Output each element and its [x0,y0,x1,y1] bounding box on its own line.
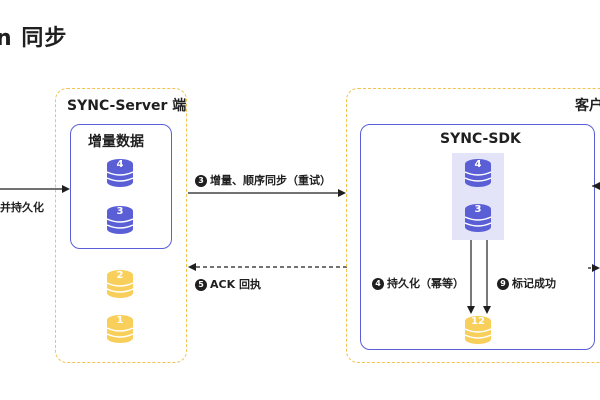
incremental-data-title: 增量数据 [88,134,144,150]
step-number-badge: 9 [497,278,509,290]
db-label: 12 [471,316,485,327]
server-db-2: 2 [104,268,136,304]
server-db-4: 4 [104,157,136,193]
db-label: 2 [116,270,124,281]
right-edge-arrows [588,182,600,272]
db-label: 3 [474,204,482,215]
client-title: 客户 [575,98,600,114]
step5-arrow [188,263,348,271]
server-db-3: 3 [104,204,136,240]
incoming-arrow [0,185,70,193]
sdk-db-3: 3 [462,202,494,238]
page-title: n 同步 [0,26,68,51]
sdk-db-12: 12 [462,314,494,350]
step-number-badge: 3 [195,175,207,187]
step-text: 持久化（幂等） [387,277,464,290]
step3-arrow [188,189,346,197]
step-text: 增量、顺序同步（重试） [210,174,331,187]
client-box [346,88,600,363]
sync-server-box [55,88,187,363]
db-label: 3 [116,206,124,217]
sdk-db-4: 4 [462,157,494,193]
left-flow-label: 并持久化 [0,201,44,214]
sync-sdk-title: SYNC-SDK [440,131,521,147]
db-label: 4 [474,159,482,170]
step-text: 标记成功 [512,277,556,290]
step-text: ACK 回执 [210,278,261,291]
step-number-badge: 5 [195,279,207,291]
db-label: 1 [116,315,124,326]
sdk-down-arrows [467,240,491,314]
db-label: 4 [116,159,124,170]
sync-server-title: SYNC-Server 端 [67,98,187,114]
server-db-1: 1 [104,313,136,349]
step-number-badge: 4 [372,278,384,290]
